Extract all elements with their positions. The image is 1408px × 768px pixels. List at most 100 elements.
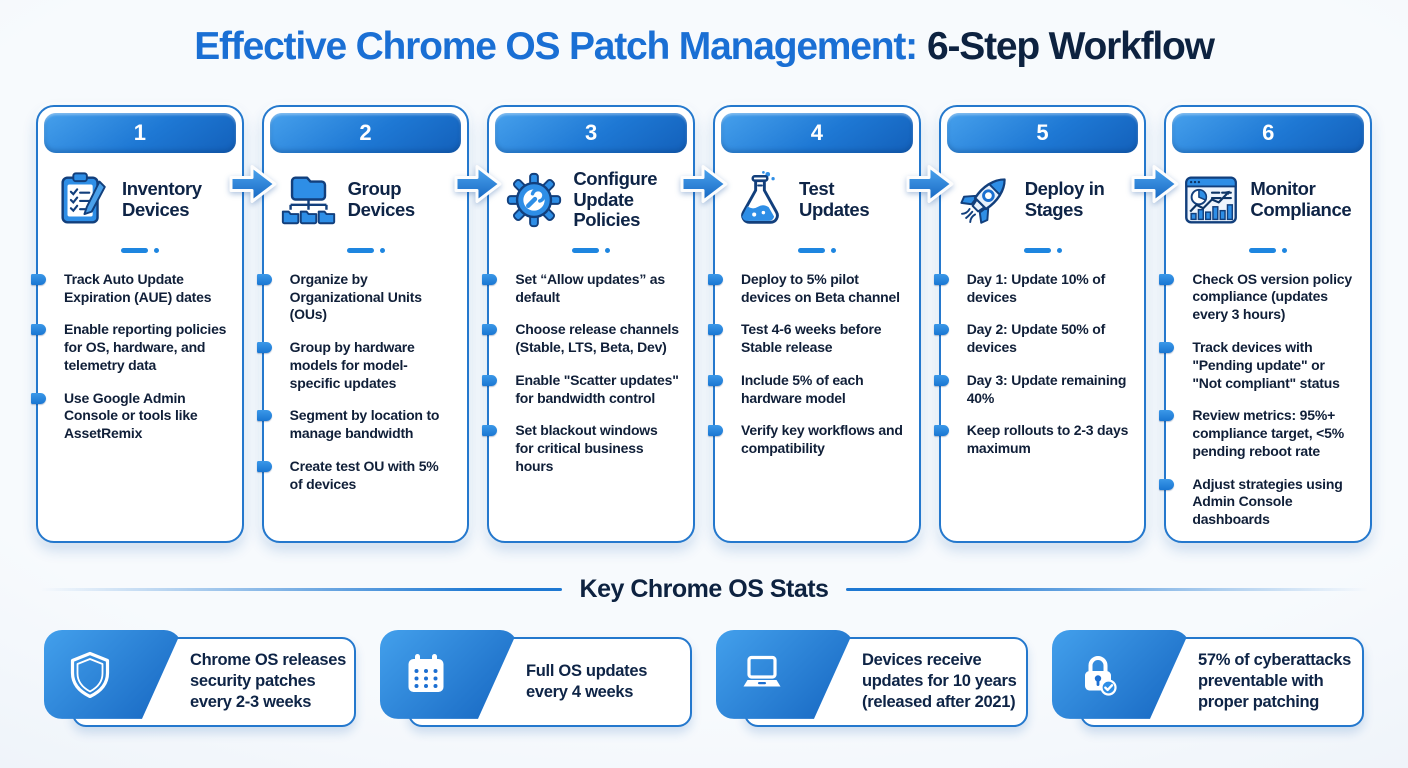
step-number-badge: 3 [495,112,688,153]
stats-row: Chrome OS releases security patches ever… [44,629,1364,727]
bullet-item: Use Google Admin Console or tools like A… [31,390,228,443]
bullet-item: Keep rollouts to 2-3 days maximum [933,422,1131,458]
step-card-group-devices: 2 Group Devices Organize by Organization… [256,104,470,543]
step-bullets: Set “Allow updates” as default Choose re… [482,271,681,476]
divider-dot [379,248,385,254]
step-bullets: Organize by Organizational Units (OUs) G… [256,271,456,494]
step-card-top: Inventory Devices [50,153,230,247]
bullet-item: Check OS version policy compliance (upda… [1159,271,1356,324]
laptop-icon [743,656,781,687]
step-divider [953,247,1133,255]
step-title: Configure Update Policies [573,167,658,231]
step-divider [276,247,456,255]
bullet-item: Create test OU with 5% of devices [256,458,454,494]
bullet-item: Track devices with "Pending update" or "… [1159,339,1356,392]
page-title-part2: 6-Step Workflow [926,25,1215,68]
calendar-icon [408,654,444,693]
bullet-item: Set “Allow updates” as default [482,271,679,307]
bullet-item: Deploy to 5% pilot devices on Beta chann… [708,271,905,307]
divider-dash [797,248,825,254]
step-bullets: Deploy to 5% pilot devices on Beta chann… [708,271,907,458]
step-card-configure-update-policies: 3 Configure Update Policies [482,104,696,543]
bullet-item: Track Auto Update Expiration (AUE) dates [31,271,228,307]
bullet-item: Day 3: Update remaining 40% [933,372,1131,408]
divider-dot [1056,248,1062,254]
step-card-top: Group Devices [276,153,456,247]
step-number-badge: 4 [721,112,913,153]
stat-text: 57% of cyberattacks preventable with pro… [1198,651,1351,712]
step-card-top: Test Updates [727,153,907,247]
bullet-item: Include 5% of each hardware model [708,372,905,408]
dashboard-chart-icon [1185,176,1238,224]
step-bullets: Day 1: Update 10% of devices Day 2: Upda… [933,271,1133,458]
step-card-monitor-compliance: 6 Monitor Compliance Check O [1159,104,1373,543]
stat-text: Chrome OS releases security patches ever… [190,651,347,712]
step-number-badge: 6 [1172,112,1365,153]
step-divider [501,247,681,255]
divider-dash [572,248,600,254]
divider-dot [1282,248,1288,254]
flow-arrow-icon [454,164,502,203]
divider-dash [346,248,374,254]
bullet-item: Day 1: Update 10% of devices [933,271,1131,307]
workflow-steps-row: 1 Inventory Devices Track Auto Update Ex… [31,104,1373,543]
folder-tree-icon [281,176,335,225]
flow-arrow-icon [1131,164,1179,203]
divider-dot [153,248,159,254]
bullet-item: Day 2: Update 50% of devices [933,321,1131,357]
step-title: Monitor Compliance [1250,178,1352,220]
page-title: Effective Chrome OS Patch Management:6-S… [0,0,1408,69]
stat-icon-block [1052,629,1190,719]
step-card-top: Configure Update Policies [501,153,681,247]
heading-line-left [40,587,562,592]
step-title: Deploy in Stages [1024,178,1105,220]
step-title: Group Devices [347,178,416,220]
bullet-item: Set blackout windows for critical busine… [482,422,679,475]
bullet-item: Adjust strategies using Admin Console da… [1159,476,1356,529]
divider-dash [1023,248,1051,254]
bullet-item: Enable reporting policies for OS, hardwa… [31,321,227,373]
stat-text: Full OS updates every 4 weeks [526,661,648,701]
bullet-item: Test 4-6 weeks before Stable release [708,321,905,357]
bullet-item: Choose release channels (Stable, LTS, Be… [482,321,679,356]
step-number-badge: 2 [269,112,462,153]
step-number-badge: 5 [946,112,1139,153]
stats-heading-text: Key Chrome OS Stats [579,574,829,603]
heading-line-right [846,587,1369,592]
bullet-item: Review metrics: 95%+ compliance target, … [1159,407,1356,460]
bullet-item: Organize by Organizational Units (OUs) [256,271,454,324]
step-divider [50,247,230,255]
divider-dash [1249,248,1277,254]
page-title-part1: Effective Chrome OS Patch Management: [194,25,918,68]
divider-dot [830,248,836,254]
rocket-icon [960,178,1006,224]
step-card-inventory-devices: 1 Inventory Devices Track Auto Update Ex… [31,104,244,543]
step-card-top: Deploy in Stages [953,153,1133,247]
flask-icon [741,170,779,224]
bullet-item: Segment by location to manage bandwidth [256,407,454,443]
divider-dash [120,248,148,254]
stat-card-cyberattack-prevention: 57% of cyberattacks preventable with pro… [1052,629,1364,727]
step-card-deploy-in-stages: 5 Deploy in Stages Day 1: Update 10% of … [933,104,1147,543]
step-bullets: Track Auto Update Expiration (AUE) dates… [31,271,230,443]
stat-card-ten-year-updates: Devices receive updates for 10 years (re… [716,629,1028,727]
stat-text: Devices receive updates for 10 years (re… [862,651,1017,712]
step-divider [1178,247,1358,255]
flow-arrow-icon [906,164,954,203]
bullet-item: Group by hardware models for model-speci… [256,339,454,392]
clipboard-checklist-icon [61,172,106,224]
divider-dot [605,248,611,254]
step-title: Test Updates [799,178,870,220]
flow-arrow-icon [229,164,277,203]
step-bullets: Check OS version policy compliance (upda… [1159,271,1358,529]
stats-section-heading: Key Chrome OS Stats [40,574,1369,604]
stat-card-full-os-updates: Full OS updates every 4 weeks [380,629,692,727]
flow-arrow-icon [680,164,728,203]
gear-wrench-icon [507,172,562,228]
lock-check-icon [1085,656,1117,696]
bullet-item: Verify key workflows and compatibility [708,422,903,457]
step-card-top: Monitor Compliance [1178,153,1358,247]
step-card-test-updates: 4 Test Updates Deploy to 5% pilot device… [708,104,921,543]
step-number-badge: 1 [44,112,236,153]
